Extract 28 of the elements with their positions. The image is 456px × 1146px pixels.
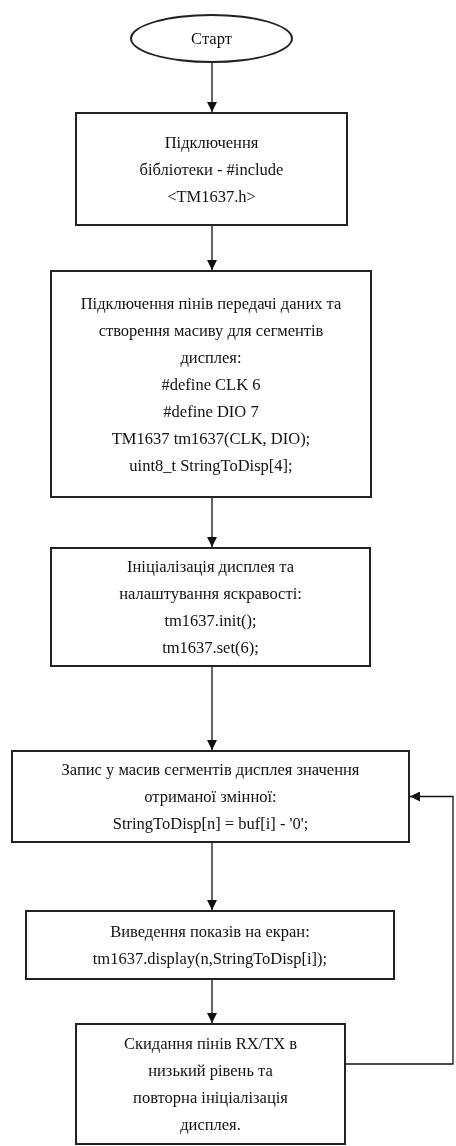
step-text: Виведення показів на екран: <box>110 921 310 943</box>
terminal-label: Старт <box>191 28 232 50</box>
arrow <box>207 225 217 271</box>
arrow <box>207 62 217 113</box>
step-text: #define CLK 6 <box>161 373 261 396</box>
process-box <box>75 112 348 226</box>
step-text: Скидання пінів RX/TX в низький рівень та повторна ініціалізація дисплея. <box>122 1033 299 1136</box>
step-text: tm1637.init(); <box>164 610 257 632</box>
step-text: StringToDisp[n] = buf[i] - '0'; <box>112 813 309 835</box>
process-box <box>50 270 372 498</box>
process-box <box>50 547 371 667</box>
step-text: tm1637.set(6); <box>162 637 259 659</box>
process-box <box>75 1023 346 1145</box>
step-text: Запис у масив сегментів дисплея значення отриманої змінної: <box>60 759 361 808</box>
arrow <box>345 791 454 1065</box>
arrow <box>207 842 217 911</box>
arrow <box>207 979 217 1024</box>
step-text: Підключення бібліотеки - #include <TM1637.h> <box>138 131 285 208</box>
step-text: Підключення пінів передачі даних та створення масиву для сегментів дисплея: <box>79 292 343 369</box>
step-text: #define DIO 7 <box>163 400 259 423</box>
arrow <box>207 666 217 751</box>
process-box <box>25 910 395 980</box>
step-text: uint8_t StringToDisp[4]; <box>129 454 293 477</box>
process-box <box>11 750 410 843</box>
step-text: Ініціалізація дисплея та налаштування яскравості: <box>118 556 303 605</box>
arrow <box>207 497 217 548</box>
step-text: TM1637 tm1637(CLK, DIO); <box>111 427 311 450</box>
step-text: tm1637.display(n,StringToDisp[i]); <box>92 948 328 970</box>
